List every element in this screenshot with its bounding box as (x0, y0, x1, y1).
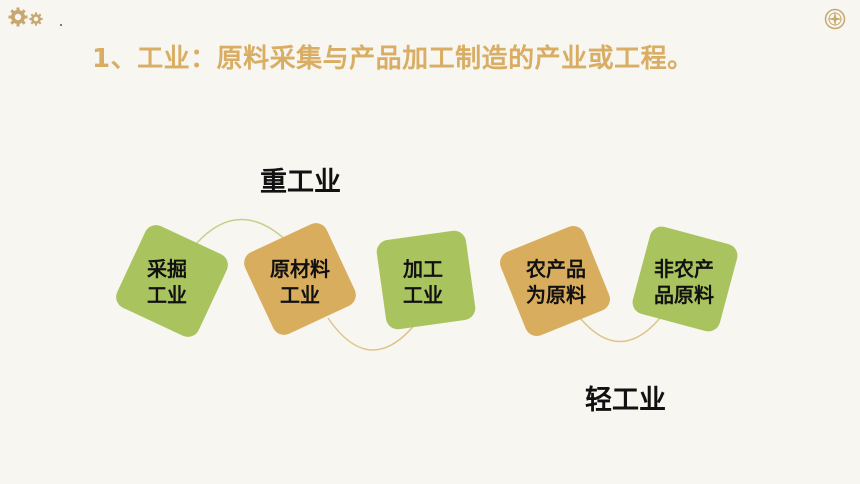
node-label: 农产品 为原料 (506, 256, 606, 308)
node-label-line: 采掘 (147, 257, 187, 281)
node-label-line: 加工 (403, 257, 443, 281)
node-label-line: 工业 (280, 283, 320, 307)
small-gear-icon (29, 12, 43, 26)
heavy-industry-label: 重工业 (260, 167, 341, 198)
page-title: 1、工业：原料采集与产品加工制造的产业或工程。 (92, 44, 694, 74)
compass-icon (824, 8, 846, 30)
connector-arc (195, 218, 291, 245)
node-label: 采掘 工业 (117, 256, 217, 308)
node-label: 原材料 工业 (250, 256, 350, 308)
node-label-line: 农产品 (526, 257, 586, 281)
node-label-line: 工业 (147, 283, 187, 307)
gear-icon (8, 7, 28, 27)
node-label: 非农产 品原料 (634, 256, 734, 308)
node-label-line: 原材料 (270, 257, 330, 281)
node-label-line: 非农产 (654, 257, 714, 281)
light-industry-label: 轻工业 (585, 385, 666, 416)
node-label-line: 品原料 (654, 283, 714, 307)
node-label: 加工 工业 (373, 256, 473, 308)
dot-mark (60, 24, 62, 26)
connector-arc (579, 317, 661, 343)
node-label-line: 工业 (403, 283, 443, 307)
connector-arc (327, 317, 421, 351)
node-label-line: 为原料 (526, 283, 586, 307)
